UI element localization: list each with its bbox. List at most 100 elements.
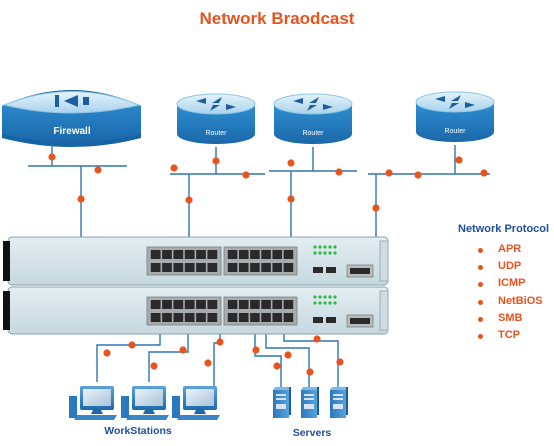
status-led — [328, 301, 332, 305]
legend-item: ICMP — [458, 275, 554, 292]
router-arrows-icon — [196, 97, 236, 111]
router-3: Router — [415, 91, 495, 142]
legend-title: Network Protocol — [458, 223, 550, 235]
connector-dot — [480, 169, 488, 177]
switch-port — [238, 250, 249, 259]
status-led — [323, 245, 327, 249]
switch-port — [283, 263, 294, 272]
connector-dot — [252, 346, 260, 354]
switch-port — [272, 300, 283, 309]
switch-port — [272, 250, 283, 259]
connector-dot — [273, 362, 281, 370]
bullet-icon — [478, 248, 483, 253]
switch-port — [207, 250, 218, 259]
switch-port — [261, 300, 271, 309]
switch-port — [227, 263, 238, 272]
status-led — [318, 245, 322, 249]
workstations-label: WorkStations — [104, 425, 172, 437]
servers-label: Servers — [293, 427, 332, 439]
firewall: Firewall — [2, 90, 141, 147]
status-led — [328, 295, 332, 299]
workstation-icon — [69, 386, 117, 420]
router-label: Router — [444, 128, 466, 135]
legend-item-label: TCP — [498, 328, 520, 341]
connector-dot — [77, 195, 85, 203]
switch-port — [261, 250, 271, 259]
status-led — [313, 295, 317, 299]
router-label: Router — [205, 130, 227, 137]
bullet-icon — [478, 333, 483, 339]
connector-dot — [313, 335, 321, 343]
switch-port — [250, 300, 260, 309]
routers: Router Router Router — [176, 91, 495, 144]
switch-port — [184, 263, 195, 272]
status-led — [313, 245, 317, 249]
switch-port — [250, 263, 260, 272]
switch-port — [207, 300, 218, 309]
connector-dot — [287, 195, 295, 203]
diagram-title: Network Braodcast — [199, 9, 355, 28]
status-led — [323, 295, 327, 299]
switch-port — [250, 313, 260, 322]
link-server3 — [283, 332, 339, 390]
workstations — [69, 386, 220, 420]
server-icon — [273, 387, 291, 418]
switch-port — [207, 263, 218, 272]
legend-item: TCP — [458, 327, 554, 344]
switch-port — [238, 300, 249, 309]
switch-stack — [3, 236, 389, 335]
connector-dot — [335, 168, 343, 176]
switch-port — [150, 263, 161, 272]
switch-port — [196, 263, 206, 272]
port-block — [223, 296, 298, 326]
switch-port — [272, 263, 283, 272]
bullet-icon — [478, 316, 483, 322]
switch-port — [272, 313, 283, 322]
status-led — [333, 245, 337, 249]
workstation-icon — [172, 386, 220, 420]
status-led — [323, 251, 327, 255]
switch-port — [196, 250, 206, 259]
bullet-icon — [478, 299, 483, 305]
status-led — [318, 301, 322, 305]
switch-port — [283, 313, 294, 322]
switch-port — [184, 250, 195, 259]
connector-dot — [284, 351, 292, 359]
switch-port — [173, 250, 184, 259]
connector-dot — [216, 338, 224, 346]
switch-port — [196, 313, 206, 322]
status-led — [328, 245, 332, 249]
router-2: Router — [273, 93, 353, 144]
workstation-icon — [121, 386, 169, 420]
connector-dot — [414, 171, 422, 179]
switch-port — [227, 300, 238, 309]
legend-item: SMB — [458, 310, 554, 327]
switch-port — [250, 250, 260, 259]
status-led — [318, 295, 322, 299]
connector-dot — [128, 341, 136, 349]
switch-port — [261, 263, 271, 272]
switch-port — [150, 250, 161, 259]
firewall-label: Firewall — [53, 126, 90, 137]
switch-port — [283, 250, 294, 259]
link-server1 — [254, 332, 282, 390]
switch-port — [207, 313, 218, 322]
uplink-port — [326, 267, 336, 273]
router-arrows-icon — [293, 97, 333, 111]
router-arrows-icon — [435, 95, 475, 109]
connector-dot — [287, 159, 295, 167]
connector-dot — [455, 156, 463, 164]
router-label: Router — [302, 130, 324, 137]
switch-port — [162, 263, 172, 272]
switch-port — [227, 313, 238, 322]
connector-dot — [204, 359, 212, 367]
connector-dot — [103, 349, 111, 357]
link-ws2 — [148, 332, 189, 382]
connector-dot — [170, 164, 178, 172]
status-led — [318, 251, 322, 255]
connector-dot — [336, 358, 344, 366]
switch-port — [150, 300, 161, 309]
